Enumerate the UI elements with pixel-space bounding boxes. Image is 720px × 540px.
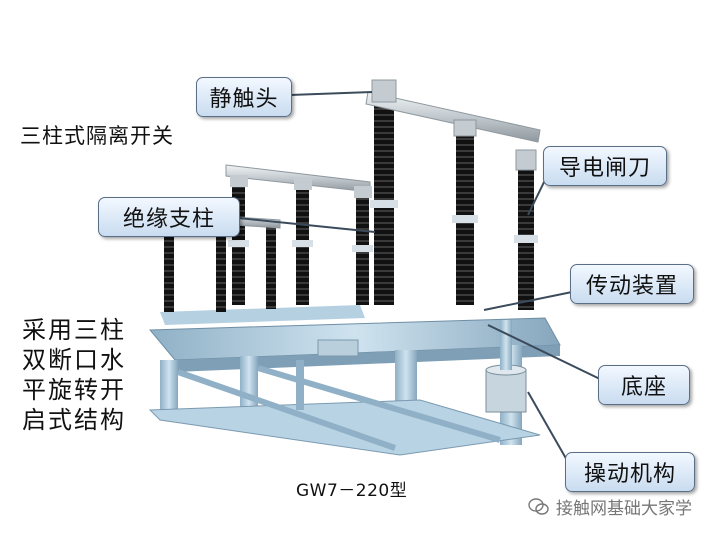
callout-static-contact: 静触头 <box>196 77 292 117</box>
callout-base: 底座 <box>598 365 690 405</box>
watermark: 接触网基础大家学 <box>528 494 692 519</box>
callout-operating-mechanism: 操动机构 <box>565 452 695 492</box>
callout-conductive-blade: 导电闸刀 <box>543 146 667 186</box>
wechat-icon <box>528 498 550 516</box>
watermark-text: 接触网基础大家学 <box>556 494 692 519</box>
description-line-4: 启式结构 <box>22 400 126 435</box>
callout-insulator-column: 绝缘支柱 <box>98 197 240 237</box>
model-caption: GW7－220型 <box>296 476 407 501</box>
diagram-title: 三柱式隔离开关 <box>20 120 174 150</box>
callout-transmission: 传动装置 <box>570 264 694 304</box>
